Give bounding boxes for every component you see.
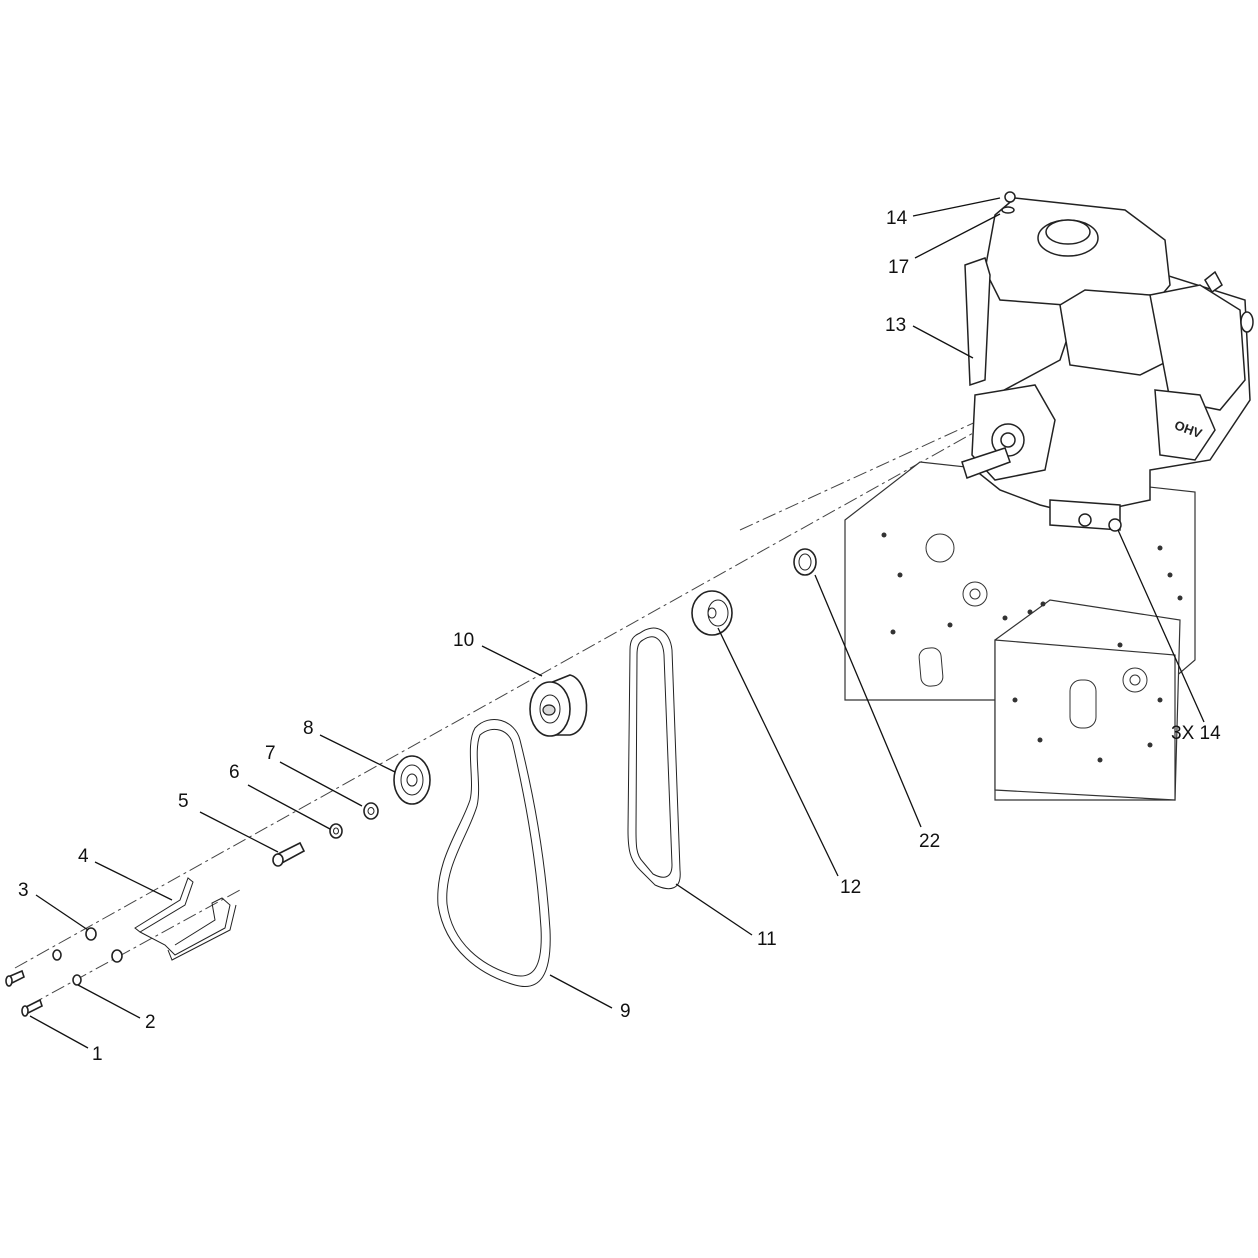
- callout-11: 11: [757, 929, 777, 950]
- part-7-washer: [363, 802, 379, 820]
- part-9-belt: [437, 719, 551, 987]
- callout-14-top: 14: [886, 208, 908, 229]
- part-10-idler-pulley: [529, 674, 588, 737]
- part-8-pulley: [393, 755, 431, 805]
- callout-5: 5: [178, 791, 189, 812]
- part-2-lock-washers: [72, 974, 82, 986]
- leader-lines: [29, 197, 1205, 1049]
- callout-7: 7: [265, 743, 276, 764]
- callout-22: 22: [919, 831, 940, 852]
- part-5-shoulder-bolt: [272, 841, 306, 867]
- part-3-washers: [52, 927, 123, 963]
- part-4-bracket: [134, 877, 237, 961]
- assembly-axis-lines: [14, 419, 981, 1006]
- part-12-pulley: [691, 590, 733, 636]
- callout-12: 12: [840, 877, 861, 898]
- callout-1: 1: [92, 1044, 103, 1065]
- part-11-belt: [627, 627, 681, 890]
- callout-labels: 14 17 13 10 12 22 3X 14 8 7 6 5 4 3 2 1 …: [18, 208, 1221, 1065]
- callout-9: 9: [620, 1001, 631, 1022]
- part-22-seal: [793, 548, 817, 576]
- callout-10: 10: [453, 630, 474, 651]
- callout-13: 13: [885, 315, 906, 336]
- engine-assembly: OHV: [961, 191, 1254, 532]
- callout-8: 8: [303, 718, 314, 739]
- callout-3: 3: [18, 880, 29, 901]
- frame-plates: [844, 461, 1196, 801]
- part-1-bolts: [5, 969, 43, 1017]
- callout-4: 4: [78, 846, 89, 867]
- part-6-washer: [329, 823, 343, 839]
- callout-3x14: 3X 14: [1171, 723, 1221, 744]
- callout-17: 17: [888, 257, 909, 278]
- callout-2: 2: [145, 1012, 156, 1033]
- callout-6: 6: [229, 762, 240, 783]
